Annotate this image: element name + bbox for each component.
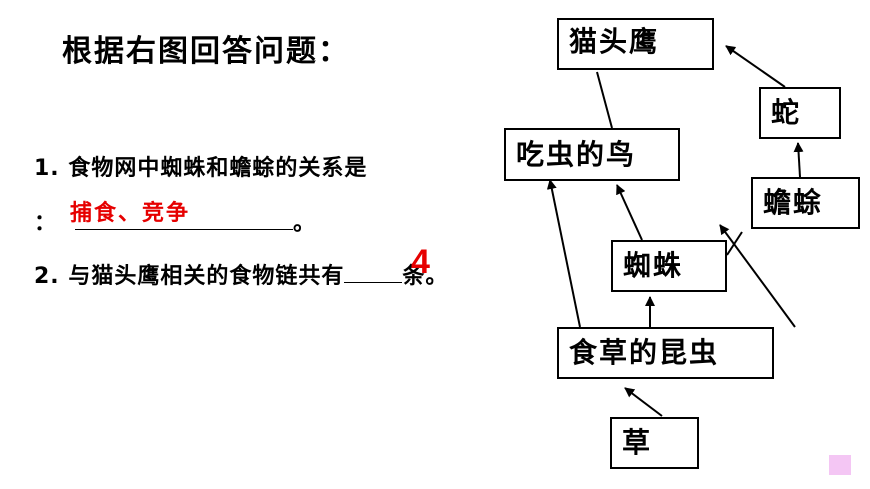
node-snake: 蛇 — [759, 87, 841, 139]
decorative-box — [829, 455, 851, 475]
node-owl: 猫头鹰 — [557, 18, 714, 70]
answer-2: 4 — [411, 243, 430, 281]
arrow-bird-owl — [596, 71, 613, 129]
question-1-prefix: ： — [34, 211, 58, 236]
node-insect: 食草的昆虫 — [557, 327, 774, 379]
answer-blank-1 — [75, 207, 294, 230]
node-bird: 吃虫的鸟 — [504, 128, 680, 181]
arrow-spider-toad — [726, 231, 743, 256]
question-2: 2. 与猫头鹰相关的食物链共有 条。 — [34, 258, 448, 290]
arrow-snake-owl — [725, 45, 786, 88]
answer-1: 捕食、竞争 — [70, 201, 191, 226]
node-toad: 蟾蜍 — [751, 177, 860, 229]
answer-blank-2 — [344, 260, 403, 283]
question-1-suffix: 。 — [293, 211, 317, 236]
page-title: 根据右图回答问题： — [62, 34, 350, 69]
arrow-grass-insect — [624, 387, 663, 417]
question-1-text: 1. 食物网中蜘蛛和蟾蜍的关系是 — [34, 156, 368, 181]
question-2-suffix: 条。 — [402, 264, 449, 289]
arrow-toad-snake — [793, 142, 804, 178]
question-2-text: 2. 与猫头鹰相关的食物链共有 — [34, 264, 345, 289]
question-1-answer-line: ：。 — [34, 205, 316, 237]
question-1: 1. 食物网中蜘蛛和蟾蜍的关系是 — [34, 150, 367, 182]
arrow-insect-bird — [546, 179, 581, 328]
arrow-insect-toad — [719, 224, 796, 328]
node-spider: 蜘蛛 — [611, 240, 727, 292]
node-grass: 草 — [610, 417, 699, 469]
arrow-spider-bird — [616, 184, 643, 241]
